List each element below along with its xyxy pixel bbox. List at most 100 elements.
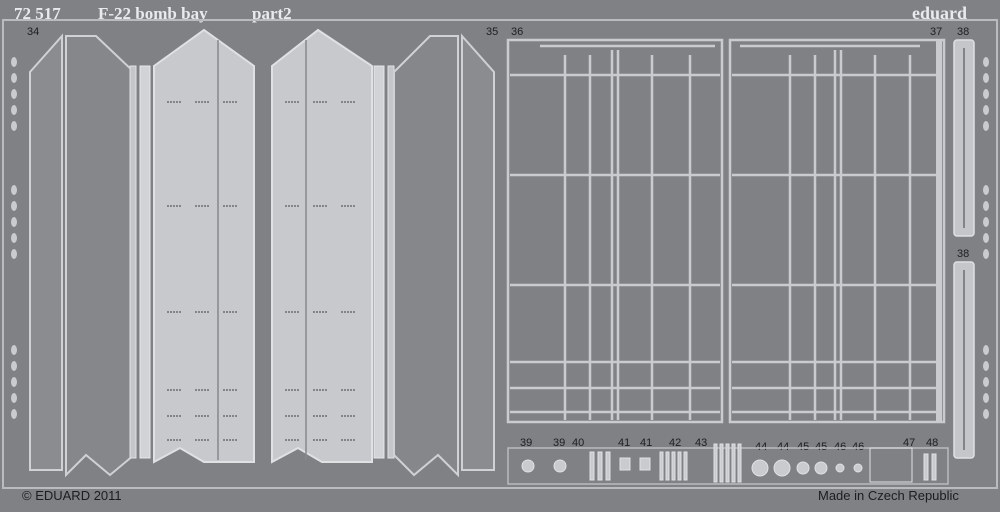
- rivet-hole: [232, 439, 234, 441]
- rivet-hole: [207, 205, 209, 207]
- rivet-hole: [285, 389, 287, 391]
- rivet-hole: [322, 205, 324, 207]
- rivet-hole: [313, 389, 315, 391]
- rivet-hole: [316, 101, 318, 103]
- rivet-hole: [235, 415, 237, 417]
- rivet-hole: [223, 439, 225, 441]
- rivet-hole: [223, 311, 225, 313]
- rivet-hole: [291, 311, 293, 313]
- rivet-hole: [167, 415, 169, 417]
- rivet-hole: [167, 389, 169, 391]
- rivet-hole: [198, 311, 200, 313]
- part-number: 44: [777, 441, 790, 453]
- rivet-hole: [173, 415, 175, 417]
- rivet-hole: [322, 439, 324, 441]
- rivet-hole: [288, 389, 290, 391]
- rivet-hole: [316, 311, 318, 313]
- rivet-hole: [350, 415, 352, 417]
- rivet-hole: [198, 205, 200, 207]
- sprue-frame: [2, 19, 998, 489]
- rivet-hole: [285, 205, 287, 207]
- rivet-hole: [207, 389, 209, 391]
- rivet-hole: [170, 101, 172, 103]
- rivet-hole: [226, 415, 228, 417]
- rivet-hole: [226, 311, 228, 313]
- rivet-hole: [294, 205, 296, 207]
- edge-tab: [983, 201, 989, 211]
- rivet-hole: [223, 205, 225, 207]
- rivet-hole: [319, 205, 321, 207]
- rivet-hole: [353, 205, 355, 207]
- rivet-hole: [179, 439, 181, 441]
- rivet-hole: [232, 205, 234, 207]
- rivet-hole: [344, 205, 346, 207]
- rivet-hole: [316, 439, 318, 441]
- rivet-hole: [291, 101, 293, 103]
- rivet-hole: [294, 439, 296, 441]
- rivet-hole: [176, 205, 178, 207]
- edge-tab: [11, 345, 17, 355]
- rivet-hole: [201, 101, 203, 103]
- bay-door-part-35: [271, 28, 495, 478]
- edge-tab: [983, 217, 989, 227]
- part-number: 48: [926, 437, 939, 449]
- rivet-hole: [201, 311, 203, 313]
- part-number: 36: [511, 26, 524, 38]
- bay-door-part-34: [29, 28, 255, 478]
- rivet-hole: [195, 205, 197, 207]
- edge-tab: [11, 217, 17, 227]
- rivet-hole: [195, 311, 197, 313]
- rivet-hole: [288, 415, 290, 417]
- rivet-hole: [325, 311, 327, 313]
- rivet-hole: [176, 101, 178, 103]
- rivet-hole: [170, 311, 172, 313]
- rivet-hole: [226, 439, 228, 441]
- rivet-hole: [294, 311, 296, 313]
- rivet-hole: [204, 389, 206, 391]
- part-number: 35: [486, 26, 499, 38]
- rivet-hole: [297, 389, 299, 391]
- rivet-hole: [353, 101, 355, 103]
- small-parts: [507, 443, 949, 485]
- rivet-hole: [353, 415, 355, 417]
- rivet-hole: [350, 439, 352, 441]
- rivet-hole: [223, 415, 225, 417]
- part-number: 38: [957, 26, 970, 38]
- rivet-hole: [195, 389, 197, 391]
- rivet-hole: [285, 439, 287, 441]
- edge-tab: [983, 393, 989, 403]
- edge-tab: [983, 233, 989, 243]
- rivet-hole: [176, 439, 178, 441]
- rivet-hole: [179, 101, 181, 103]
- rivet-hole: [353, 439, 355, 441]
- edge-tab: [983, 345, 989, 355]
- rivet-hole: [297, 311, 299, 313]
- rivet-hole: [347, 311, 349, 313]
- rivet-hole: [201, 205, 203, 207]
- part-number: 47: [903, 437, 916, 449]
- part-number: 46: [834, 441, 847, 453]
- rivet-hole: [297, 205, 299, 207]
- rivet-hole: [173, 311, 175, 313]
- edge-tab: [11, 377, 17, 387]
- rivet-hole: [316, 415, 318, 417]
- part-number: 40: [572, 437, 585, 449]
- frame-part-36-left: [506, 38, 724, 424]
- rivet-hole: [322, 415, 324, 417]
- part-number: 41: [618, 437, 631, 449]
- rivet-hole: [235, 439, 237, 441]
- rivet-hole: [235, 101, 237, 103]
- rivet-hole: [198, 101, 200, 103]
- rivet-hole: [325, 205, 327, 207]
- rivet-hole: [344, 101, 346, 103]
- rivet-hole: [288, 439, 290, 441]
- edge-tab: [11, 409, 17, 419]
- rivet-hole: [229, 415, 231, 417]
- edge-tab: [983, 89, 989, 99]
- rivet-hole: [353, 311, 355, 313]
- edge-tab: [11, 393, 17, 403]
- edge-tab: [11, 89, 17, 99]
- rivet-hole: [341, 415, 343, 417]
- rivet-hole: [223, 389, 225, 391]
